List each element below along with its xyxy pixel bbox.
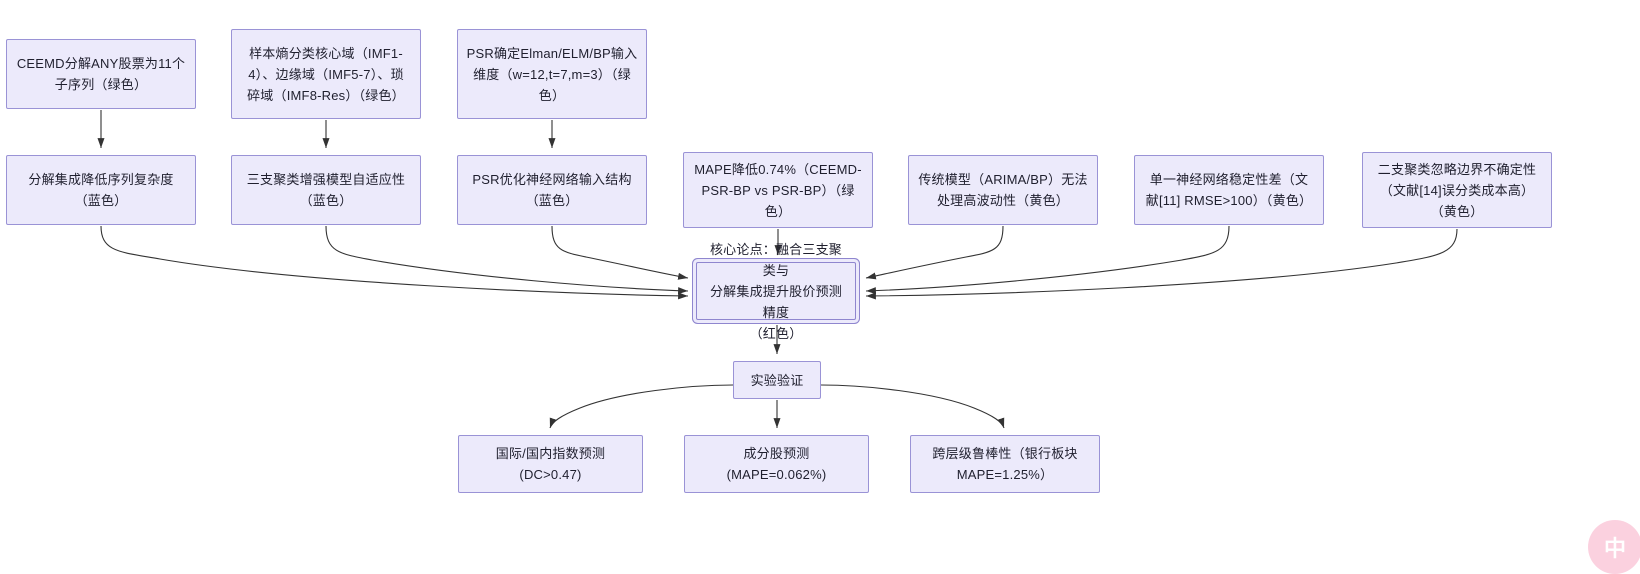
node-traditional-model-limitation[interactable]: 传统模型（ARIMA/BP）无法 处理高波动性（黄色） xyxy=(908,155,1098,225)
node-label: PSR确定Elman/ELM/BP输入 维度（w=12,t=7,m=3）（绿 色… xyxy=(466,45,638,103)
node-core-thesis[interactable]: 核心论点：融合三支聚类与 分解集成提升股价预测精度 （红色） xyxy=(696,242,856,341)
node-ceemd-decompose[interactable]: CEEMD分解ANY股票为11个 子序列（绿色） xyxy=(6,39,196,109)
watermark-text: 中 xyxy=(1603,536,1626,561)
node-constituent-stock-forecast-result[interactable]: 成分股预测 (MAPE=0.062%) xyxy=(684,435,869,493)
node-single-network-instability[interactable]: 单一神经网络稳定性差（文 献[11] RMSE>100）（黄色） xyxy=(1134,155,1324,225)
node-index-forecast-result[interactable]: 国际/国内指数预测 (DC>0.47) xyxy=(458,435,643,493)
node-label: MAPE降低0.74%（CEEMD- PSR-BP vs PSR-BP）（绿 色… xyxy=(694,161,862,219)
node-three-way-clustering-adaptivity[interactable]: 三支聚类增强模型自适应性 （蓝色） xyxy=(231,155,421,225)
edge-n11-n14 xyxy=(820,384,1005,429)
edge-n8-core xyxy=(865,225,1004,280)
edge-n10-core xyxy=(865,228,1458,300)
node-psr-input-dimension[interactable]: PSR确定Elman/ELM/BP输入 维度（w=12,t=7,m=3）（绿 色… xyxy=(457,29,647,119)
node-label: 核心论点：融合三支聚类与 分解集成提升股价预测精度 （红色） xyxy=(709,241,842,341)
edge-n4-core xyxy=(100,225,689,300)
node-label: 分解集成降低序列复杂度 （蓝色） xyxy=(28,172,174,208)
watermark-badge: 中 xyxy=(1588,520,1640,574)
node-label: PSR优化神经网络输入结构 （蓝色） xyxy=(472,172,632,208)
node-label: 实验验证 xyxy=(750,372,804,388)
edge-n11-n12 xyxy=(549,384,734,429)
node-label: CEEMD分解ANY股票为11个 子序列（绿色） xyxy=(16,56,186,92)
node-experimental-validation[interactable]: 实验验证 xyxy=(733,361,821,399)
node-label: 单一神经网络稳定性差（文 献[11] RMSE>100）（黄色） xyxy=(1145,172,1313,208)
node-label: 国际/国内指数预测 (DC>0.47) xyxy=(495,446,606,482)
node-label: 成分股预测 (MAPE=0.062%) xyxy=(726,446,827,482)
node-label: 传统模型（ARIMA/BP）无法 处理高波动性（黄色） xyxy=(918,172,1088,208)
node-label: 样本熵分类核心域（IMF1- 4）、边缘域（IMF5-7）、琐 碎域（IMF8-… xyxy=(247,45,405,103)
edge-n6-core xyxy=(551,225,689,280)
node-cross-level-robustness-result[interactable]: 跨层级鲁棒性（银行板块 MAPE=1.25%） xyxy=(910,435,1100,493)
node-mape-improvement[interactable]: MAPE降低0.74%（CEEMD- PSR-BP vs PSR-BP）（绿 色… xyxy=(683,152,873,228)
edge-n5-core xyxy=(325,225,689,295)
node-label: 三支聚类增强模型自适应性 （蓝色） xyxy=(246,172,406,208)
node-decomposition-reduces-complexity[interactable]: 分解集成降低序列复杂度 （蓝色） xyxy=(6,155,196,225)
node-label: 跨层级鲁棒性（银行板块 MAPE=1.25%） xyxy=(932,446,1078,482)
node-psr-optimizes-network-structure[interactable]: PSR优化神经网络输入结构 （蓝色） xyxy=(457,155,647,225)
edge-n9-core xyxy=(865,225,1230,295)
node-label: 二支聚类忽略边界不确定性 （文献[14]误分类成本高） （黄色） xyxy=(1377,161,1537,219)
node-two-way-clustering-boundary[interactable]: 二支聚类忽略边界不确定性 （文献[14]误分类成本高） （黄色） xyxy=(1362,152,1552,228)
node-sample-entropy-domains[interactable]: 样本熵分类核心域（IMF1- 4）、边缘域（IMF5-7）、琐 碎域（IMF8-… xyxy=(231,29,421,119)
